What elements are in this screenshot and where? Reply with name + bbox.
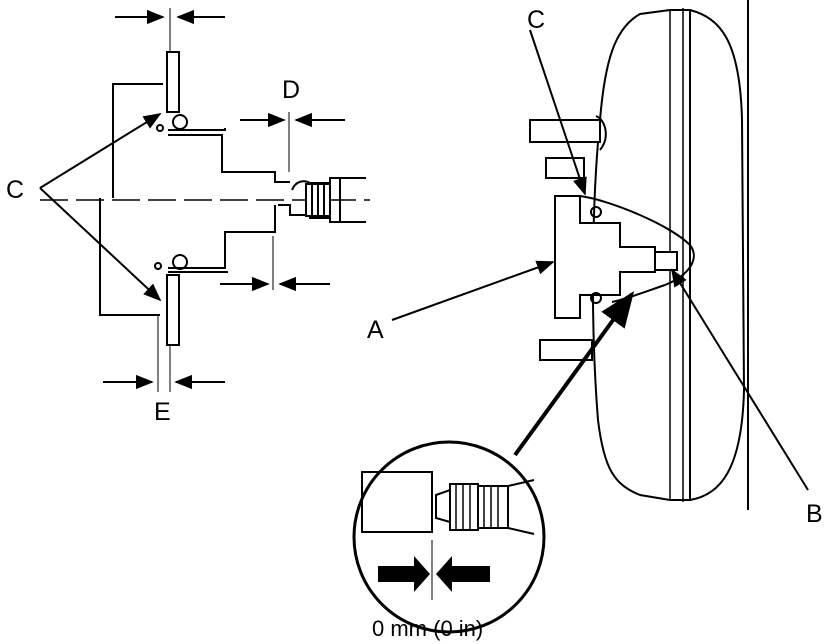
label-a: A (367, 316, 384, 344)
clearance-label: 0 mm (0 in) (372, 616, 483, 641)
label-e: E (154, 398, 171, 426)
label-c-right: C (527, 6, 545, 34)
label-b: B (806, 500, 823, 528)
cross-section-view (39, 8, 370, 392)
label-c-left: C (6, 176, 24, 204)
brake-booster-body (391, 0, 809, 510)
label-d: D (282, 76, 300, 104)
clearance-detail-circle (352, 440, 546, 634)
